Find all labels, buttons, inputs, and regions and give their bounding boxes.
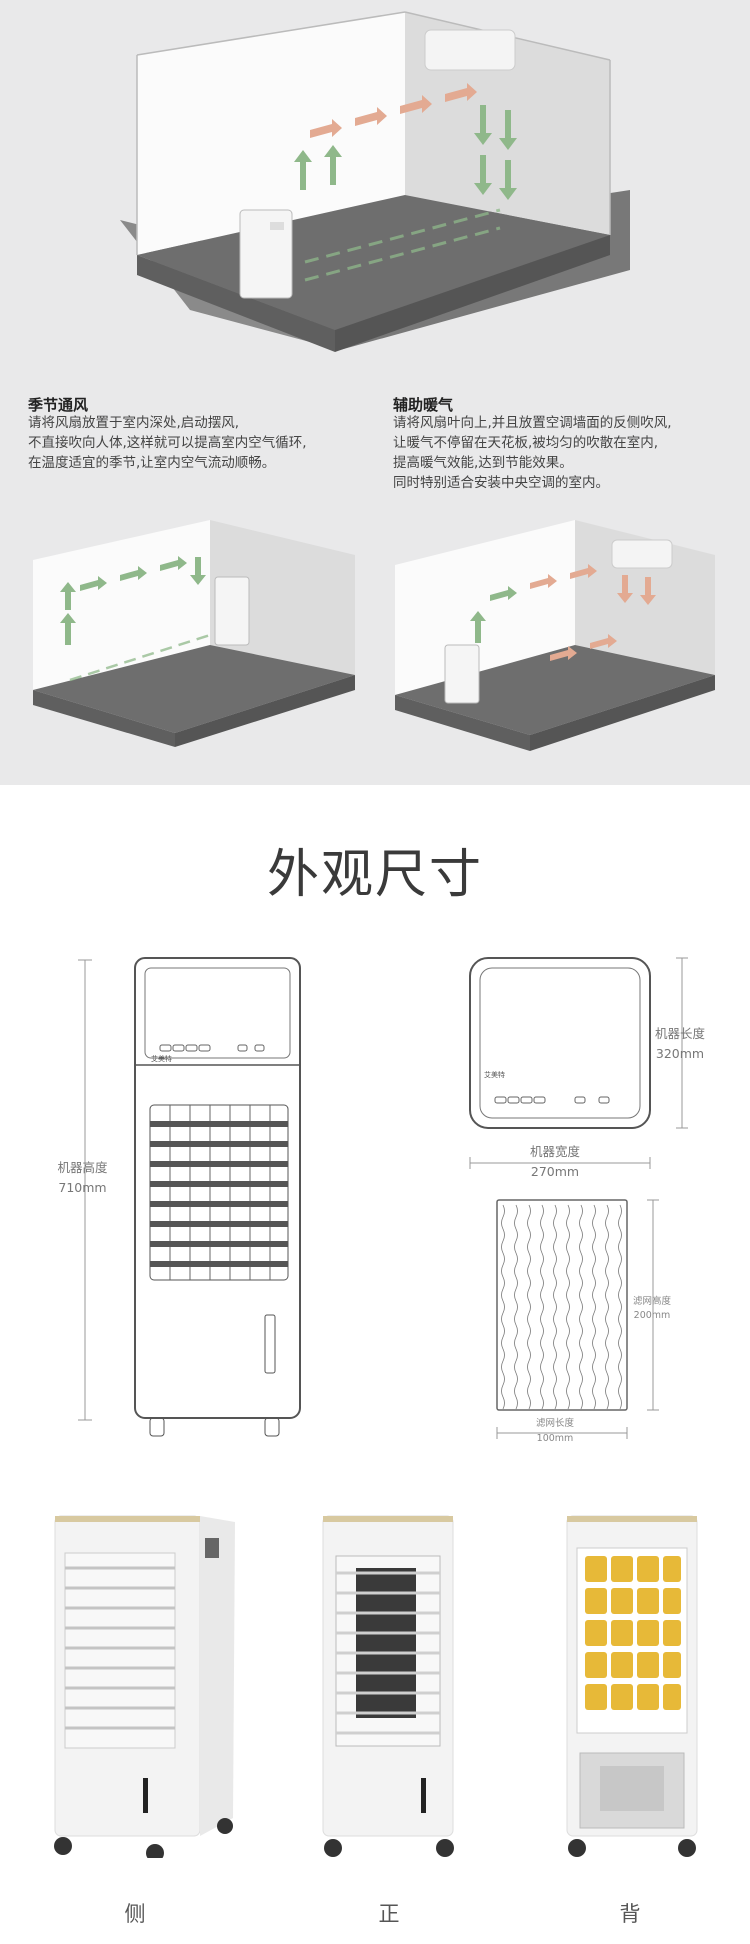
room-illustration-main <box>120 11 630 352</box>
brand-logo-front: 艾美特 <box>151 1055 172 1063</box>
filter-length-value: 100mm <box>536 1433 574 1444</box>
view-label-side: 侧 <box>124 1902 146 1926</box>
season-ventilation-heading: 季节通风 <box>28 396 89 414</box>
view-label-front: 正 <box>378 1902 400 1926</box>
filter-height-value: 200mm <box>633 1310 671 1321</box>
heating-line-3: 提高暖气效能,达到节能效果。 <box>393 455 573 471</box>
filter-height-label: 滤网高度 <box>632 1296 671 1307</box>
top-dimension-drawing <box>469 957 688 1169</box>
length-value: 320mm <box>655 1046 705 1061</box>
width-label: 机器宽度 <box>515 1142 595 1162</box>
heating-line-1: 请将风扇叶向上,并且放置空调墙面的反侧吹风, <box>393 415 672 431</box>
length-label: 机器长度 <box>654 1026 705 1041</box>
height-value: 710mm <box>58 1180 107 1195</box>
height-label: 机器高度 <box>57 1160 108 1175</box>
season-line-3: 在温度适宜的季节,让室内空气流动顺畅。 <box>28 455 276 471</box>
filter-length-label: 滤网长度 <box>525 1417 585 1431</box>
brand-logo-top: 艾美特 <box>484 1071 505 1079</box>
front-dimension-drawing <box>78 957 301 1437</box>
season-line-1: 请将风扇放置于室内深处,启动摆风, <box>28 415 240 431</box>
view-label-back: 背 <box>619 1902 641 1926</box>
heating-line-4: 同时特别适合安装中央空调的室内。 <box>393 475 609 491</box>
width-value: 270mm <box>530 1164 580 1179</box>
product-side-photo <box>54 1515 235 1858</box>
room-illustration-heating <box>395 520 715 751</box>
heating-line-2: 让暖气不停留在天花板,被均匀的吹散在室内, <box>393 435 659 451</box>
room-illustration-ventilation <box>33 520 355 747</box>
season-line-2: 不直接吹向人体,这样就可以提高室内空气循环, <box>28 435 307 451</box>
product-front-photo <box>322 1515 454 1857</box>
heating-assist-heading: 辅助暖气 <box>393 396 454 414</box>
dimensions-title: 外观尺寸 <box>266 845 483 905</box>
filter-dimension-drawing <box>496 1199 659 1439</box>
product-back-photo <box>566 1515 698 1857</box>
